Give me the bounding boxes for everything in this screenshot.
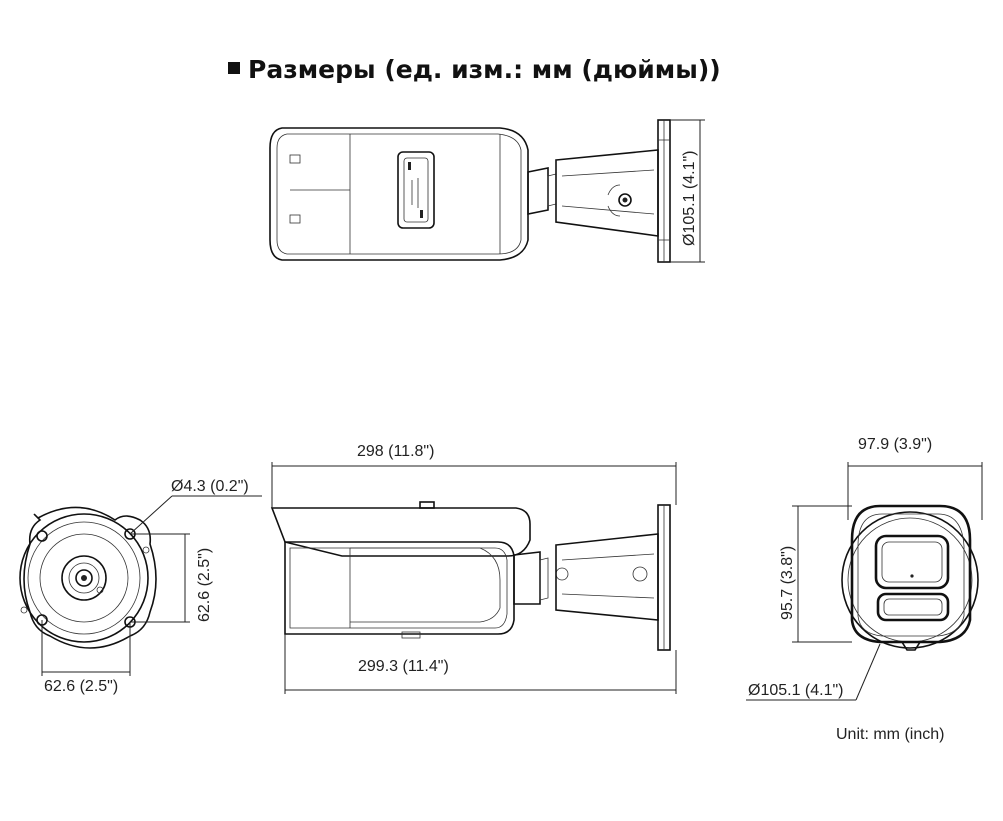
front-view-drawing	[19, 495, 262, 676]
title-text: Размеры (ед. изм.: мм (дюймы))	[248, 55, 721, 84]
unit-note: Unit: mm (inch)	[836, 726, 945, 743]
side-bottom-length-label: 299.3 (11.4")	[358, 658, 449, 675]
rear-view-drawing	[746, 462, 983, 701]
rear-mount-diameter-label: Ø105.1 (4.1")	[748, 682, 844, 699]
hole-spacing-horizontal-label: 62.6 (2.5")	[44, 678, 119, 695]
top-mount-diameter-label: Ø105.1 (4.1")	[681, 150, 698, 246]
hole-diameter-label: Ø4.3 (0.2")	[171, 478, 249, 495]
rear-width-label: 97.9 (3.9")	[858, 436, 933, 453]
side-view-drawing	[270, 462, 677, 694]
page-title: Размеры (ед. изм.: мм (дюймы))	[228, 55, 721, 84]
bullet-icon	[228, 62, 240, 74]
top-view-drawing	[269, 119, 705, 263]
hole-spacing-vertical-label: 62.6 (2.5")	[196, 547, 213, 622]
side-top-length-label: 298 (11.8")	[357, 443, 435, 460]
rear-height-label: 95.7 (3.8")	[779, 545, 796, 620]
